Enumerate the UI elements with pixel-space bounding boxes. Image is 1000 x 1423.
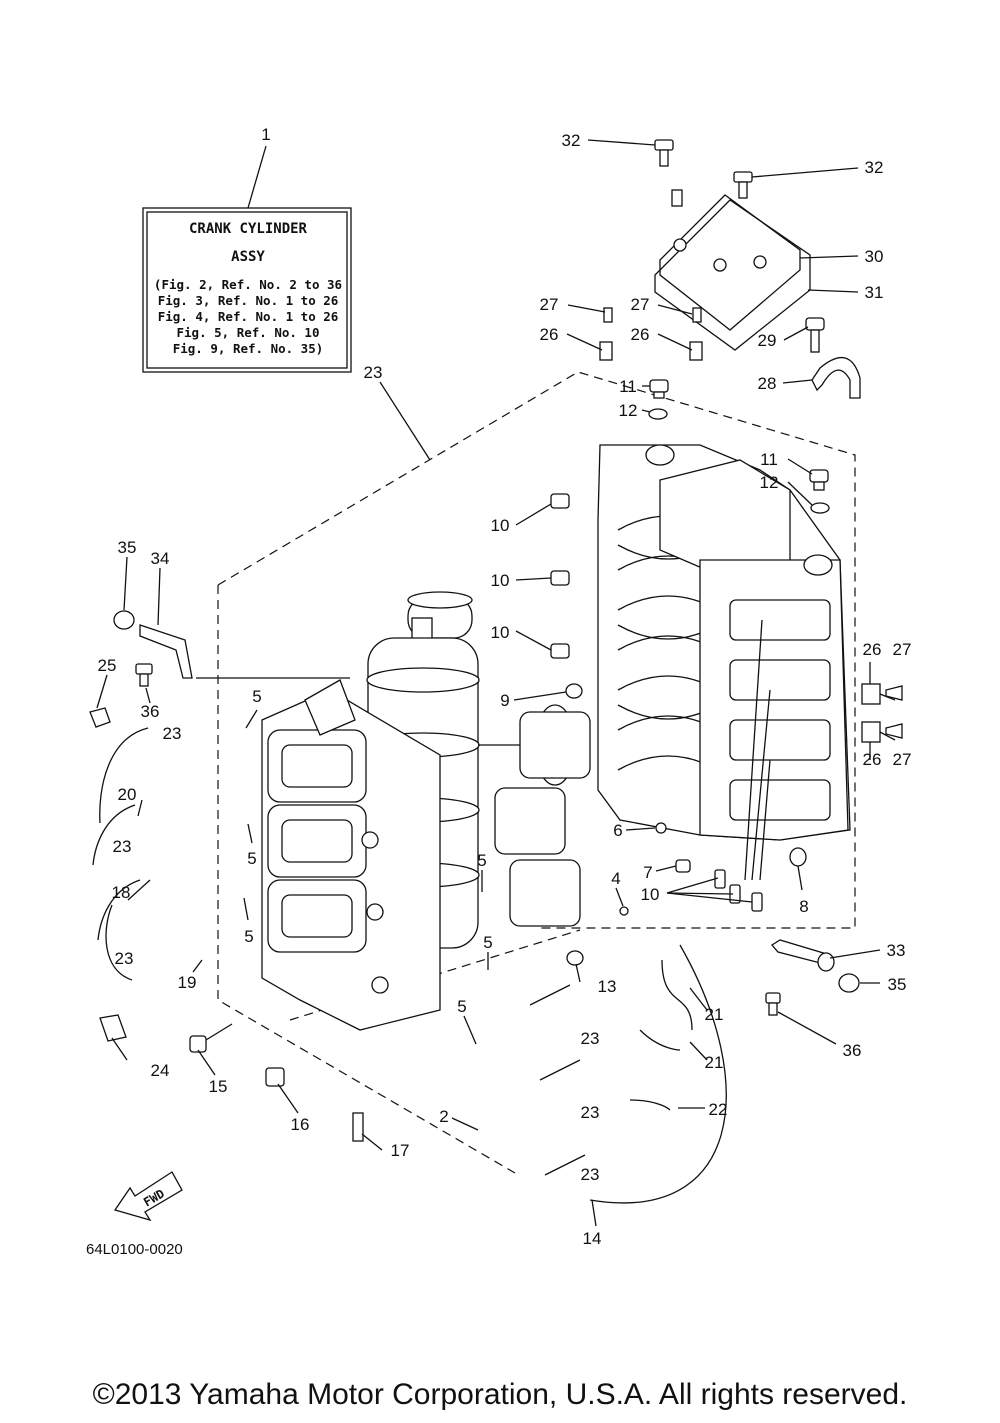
left-cylinder-block bbox=[261, 679, 441, 1031]
clamp-28 bbox=[811, 356, 861, 399]
copyright-notice: ©2013 Yamaha Motor Corporation, U.S.A. A… bbox=[92, 1378, 908, 1411]
callout-21b: 21 bbox=[705, 1053, 724, 1072]
callout-labels: 1 23 2 4 5 5 5 5 5 5 6 7 8 9 10 10 10 10… bbox=[98, 125, 912, 1248]
fittings-10 bbox=[550, 493, 763, 912]
callout-10c: 10 bbox=[491, 623, 510, 642]
callout-26b: 26 bbox=[631, 325, 650, 344]
title-box: CRANK CYLINDER ASSY (Fig. 2, Ref. No. 2 … bbox=[142, 207, 352, 373]
callout-12b: 12 bbox=[760, 473, 779, 492]
callout-11a: 11 bbox=[619, 377, 637, 396]
callout-1: 1 bbox=[261, 125, 270, 144]
callout-11b: 11 bbox=[760, 450, 778, 469]
callout-33: 33 bbox=[887, 941, 906, 960]
callout-26a: 26 bbox=[540, 325, 559, 344]
callout-9: 9 bbox=[500, 691, 509, 710]
callout-23f: 23 bbox=[581, 1165, 600, 1184]
callout-29: 29 bbox=[758, 331, 777, 350]
callout-3: 2 bbox=[439, 1107, 448, 1126]
callout-18: 18 bbox=[112, 883, 131, 902]
callout-36a: 36 bbox=[141, 702, 160, 721]
callout-5b: 5 bbox=[247, 849, 256, 868]
callout-10b: 10 bbox=[491, 571, 510, 590]
callout-25: 25 bbox=[98, 656, 117, 675]
callout-16: 16 bbox=[291, 1115, 310, 1134]
callout-23d: 23 bbox=[581, 1029, 600, 1048]
bolt-32-top bbox=[654, 139, 674, 167]
callout-32a: 32 bbox=[562, 131, 581, 150]
callout-35a: 35 bbox=[118, 538, 137, 557]
drawing-code: 64L0100-0020 bbox=[86, 1241, 183, 1258]
callout-14: 14 bbox=[583, 1229, 602, 1248]
callout-30: 30 bbox=[865, 247, 884, 266]
callout-23e: 23 bbox=[581, 1103, 600, 1122]
callout-6: 6 bbox=[613, 821, 622, 840]
callout-32b: 32 bbox=[865, 158, 884, 177]
bolts-11-12 bbox=[648, 379, 830, 514]
callout-20: 20 bbox=[118, 785, 137, 804]
callout-5e: 5 bbox=[483, 933, 492, 952]
ref-line-4: Fig. 5, Ref. No. 10 bbox=[177, 325, 320, 340]
callout-23c: 23 bbox=[115, 949, 134, 968]
callout-35b: 35 bbox=[888, 975, 907, 994]
callout-5a: 5 bbox=[252, 687, 261, 706]
callout-27b: 27 bbox=[631, 295, 650, 314]
arm-33 bbox=[765, 939, 860, 1016]
callout-36b: 36 bbox=[843, 1041, 862, 1060]
leader-lines bbox=[96, 139, 896, 1227]
ref-line-1: (Fig. 2, Ref. No. 2 to 36 bbox=[154, 277, 342, 292]
bolt-32-right bbox=[733, 171, 753, 199]
callout-17: 17 bbox=[391, 1141, 410, 1160]
callout-13: 13 bbox=[598, 977, 617, 996]
callout-15: 15 bbox=[209, 1077, 228, 1096]
clips-26-27 bbox=[599, 307, 903, 743]
callout-22: 22 bbox=[709, 1100, 728, 1119]
callout-7: 7 bbox=[643, 863, 652, 882]
arm-34 bbox=[113, 610, 193, 687]
callout-5d: 5 bbox=[477, 851, 486, 870]
callout-23b: 23 bbox=[113, 837, 132, 856]
cover-plate bbox=[654, 189, 811, 351]
callout-24: 24 bbox=[151, 1061, 170, 1080]
ref-line-3: Fig. 4, Ref. No. 1 to 26 bbox=[158, 309, 339, 324]
bolt-29 bbox=[805, 317, 825, 353]
callout-27a: 27 bbox=[540, 295, 559, 314]
callout-31: 31 bbox=[865, 283, 884, 302]
callout-28: 28 bbox=[758, 374, 777, 393]
callout-23a: 23 bbox=[163, 724, 182, 743]
callout-10d: 10 bbox=[641, 885, 660, 904]
ref-line-5: Fig. 9, Ref. No. 35) bbox=[173, 341, 324, 356]
callout-5f: 5 bbox=[457, 997, 466, 1016]
callout-27c: 27 bbox=[893, 640, 912, 659]
crankcase-block bbox=[597, 444, 851, 881]
callout-21a: 21 bbox=[705, 1005, 724, 1024]
title-line2: ASSY bbox=[231, 249, 265, 265]
clip-25-24 bbox=[89, 707, 127, 1042]
callout-34: 34 bbox=[151, 549, 170, 568]
callout-19: 19 bbox=[178, 973, 197, 992]
title-line1: CRANK CYLINDER bbox=[189, 221, 308, 237]
ref-line-2: Fig. 3, Ref. No. 1 to 26 bbox=[158, 293, 339, 308]
hoses bbox=[92, 727, 727, 1204]
callout-27d: 27 bbox=[893, 750, 912, 769]
callout-12a: 12 bbox=[619, 401, 638, 420]
callout-5c: 5 bbox=[244, 927, 253, 946]
callout-26c: 26 bbox=[863, 640, 882, 659]
callout-2: 23 bbox=[364, 363, 383, 382]
fwd-arrow: FWD bbox=[113, 1171, 183, 1222]
callout-26d: 26 bbox=[863, 750, 882, 769]
callout-4: 4 bbox=[611, 869, 620, 888]
bolts-15-16-17 bbox=[189, 1023, 364, 1142]
callout-10a: 10 bbox=[491, 516, 510, 535]
callout-8: 8 bbox=[799, 897, 808, 916]
